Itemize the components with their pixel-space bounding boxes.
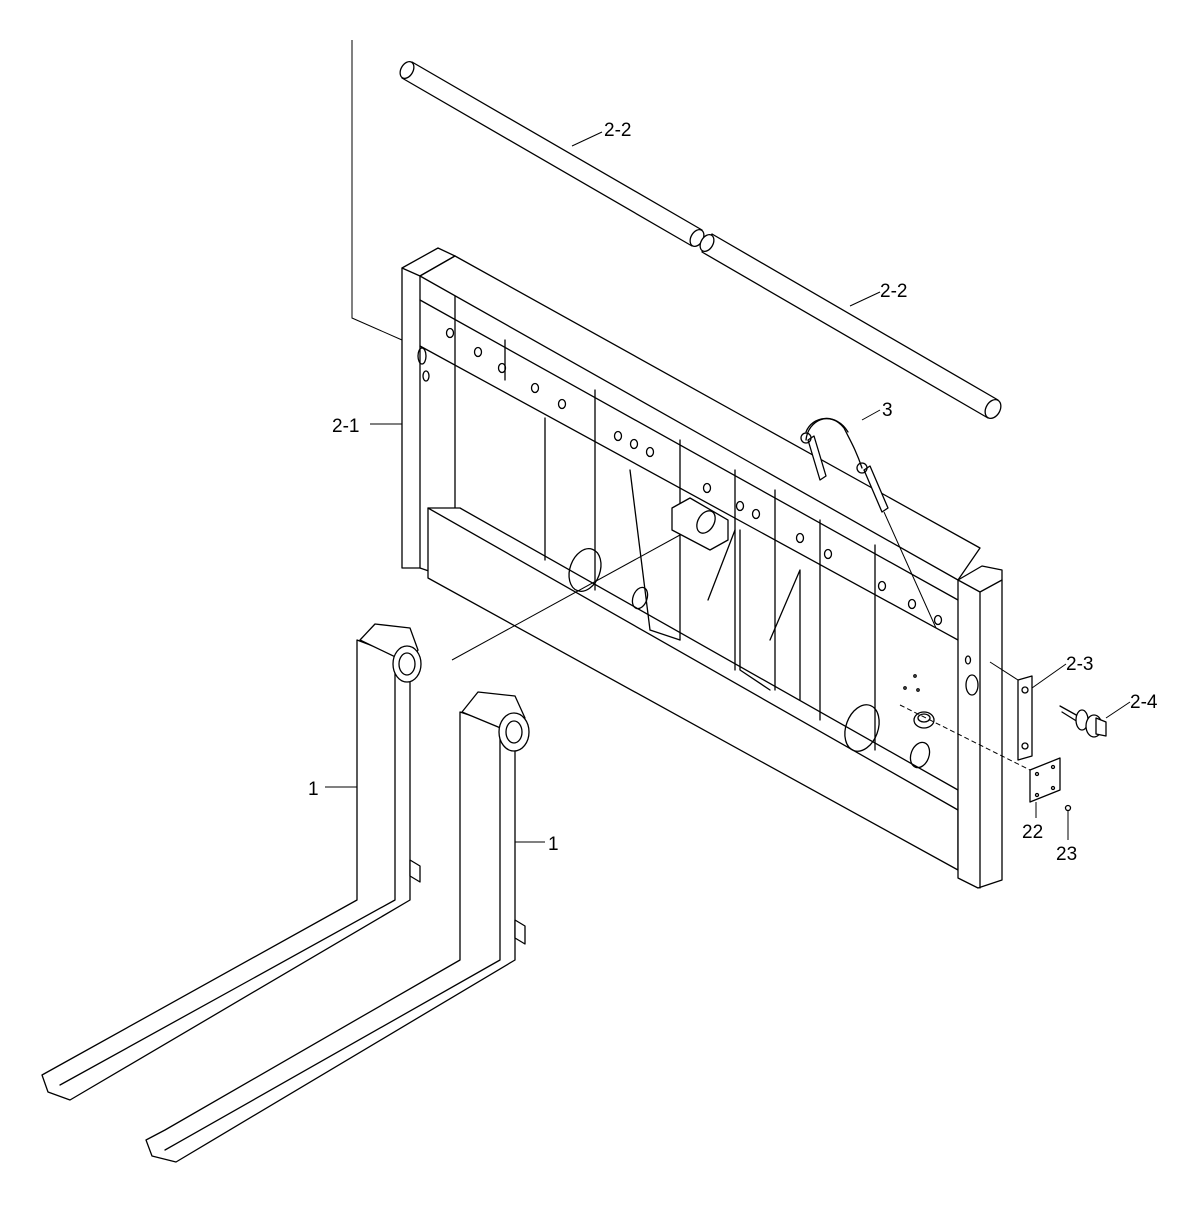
assembly-line-shaft [351, 40, 403, 341]
retainer-plate [989, 661, 1033, 761]
leader-2-2-upper [571, 131, 603, 147]
shaft-upper [399, 60, 705, 248]
shaft-lower [699, 233, 1002, 419]
leader-2-4 [1105, 701, 1131, 719]
callout-1-right: 1 [548, 834, 559, 855]
frame-holes [417, 327, 943, 626]
callout-2-2-lower: 2-2 [880, 281, 907, 302]
cover-plate [1029, 757, 1061, 803]
callout-2-4: 2-4 [1130, 692, 1158, 713]
screw [1064, 804, 1072, 812]
callout-2-3: 2-3 [1066, 654, 1093, 675]
callout-2-2-upper: 2-2 [604, 120, 631, 141]
bolt [1059, 705, 1107, 738]
callout-1-left: 1 [308, 779, 319, 800]
carriage-frame [401, 247, 1003, 889]
leader-2-3 [1031, 663, 1067, 689]
fork-right [145, 691, 530, 1163]
leader-2-2-lower [849, 291, 881, 307]
fork-left [41, 623, 422, 1101]
assembly-line-fork [451, 534, 681, 661]
leader-3 [861, 409, 881, 421]
callout-23: 23 [1056, 844, 1077, 865]
callout-3: 3 [882, 400, 893, 421]
chain-pin [800, 417, 937, 629]
assembly-line-cover [899, 704, 1031, 771]
callout-2-1: 2-1 [332, 416, 359, 437]
callout-22: 22 [1022, 822, 1043, 843]
